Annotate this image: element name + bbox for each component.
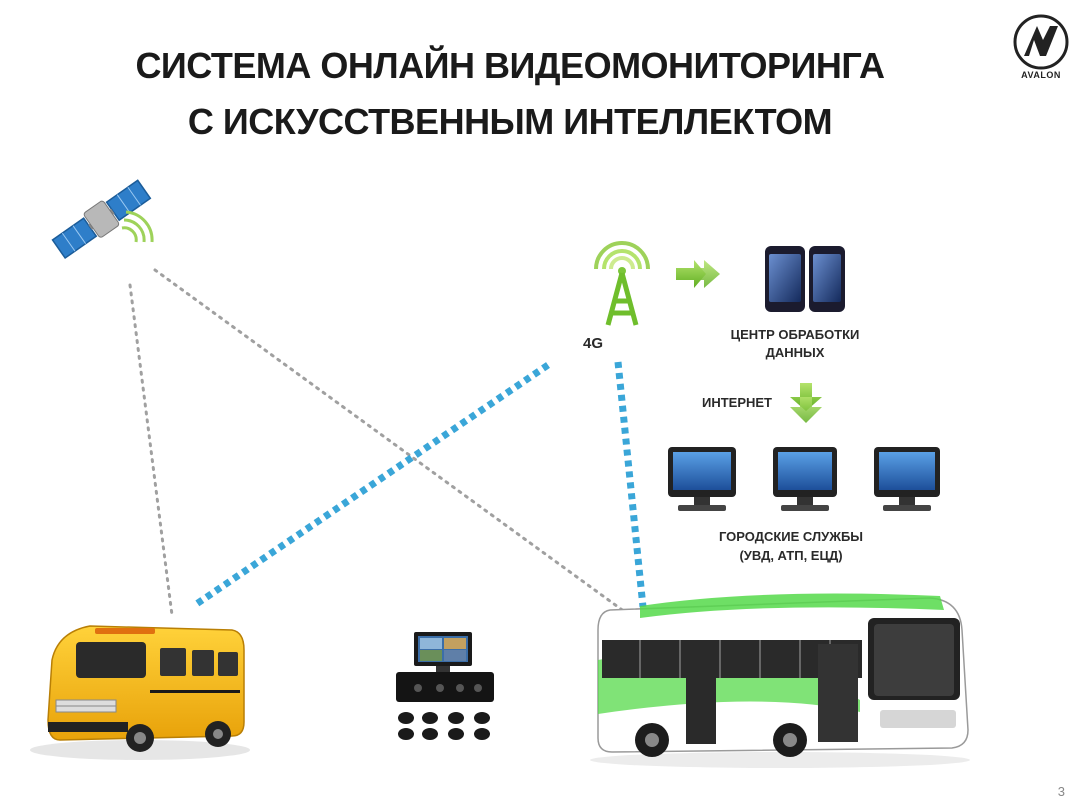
page-title: СИСТЕМА ОНЛАЙН ВИДЕОМОНИТОРИНГА С ИСКУСС… bbox=[0, 38, 1020, 150]
satellite-icon bbox=[51, 179, 154, 260]
dvr-camera-kit-icon bbox=[396, 632, 494, 740]
data-center-label-line-2: ДАННЫХ bbox=[765, 345, 825, 360]
data-center-label-line-1: ЦЕНТР ОБРАБОТКИ bbox=[730, 327, 860, 342]
page-number: 3 bbox=[1057, 784, 1065, 799]
city-services-label-line-1: ГОРОДСКИЕ СЛУЖБЫ bbox=[718, 529, 864, 544]
city-services-label: ГОРОДСКИЕ СЛУЖБЫ (УВД, АТП, ЕЦД) bbox=[696, 527, 886, 565]
4g-link-lines bbox=[193, 361, 647, 608]
monitor-icon-2 bbox=[773, 447, 837, 511]
4g-link-city-bus bbox=[614, 361, 647, 608]
school-bus-icon bbox=[30, 625, 250, 760]
arrow-down-icon bbox=[790, 383, 822, 423]
logo-text: AVALON bbox=[1021, 70, 1061, 80]
monitor-icon-3 bbox=[874, 447, 940, 511]
cell-tower-icon bbox=[594, 241, 650, 326]
data-center-devices-icon bbox=[765, 246, 845, 312]
title-line-2: С ИСКУССТВЕННЫМ ИНТЕЛЛЕКТОМ bbox=[187, 101, 833, 142]
data-center-label: ЦЕНТР ОБРАБОТКИ ДАННЫХ bbox=[700, 326, 890, 362]
gps-link-lines bbox=[128, 268, 627, 617]
gps-link-city-bus bbox=[153, 268, 627, 614]
arrow-right-icon bbox=[676, 260, 720, 288]
tower-label: 4G bbox=[582, 335, 603, 352]
4g-link-school-bus bbox=[193, 362, 550, 608]
monitor-icon-1 bbox=[668, 447, 736, 511]
title-line-1: СИСТЕМА ОНЛАЙН ВИДЕОМОНИТОРИНГА bbox=[135, 45, 885, 86]
internet-label: ИНТЕРНЕТ bbox=[701, 395, 772, 410]
city-bus-icon bbox=[590, 593, 970, 768]
city-services-label-line-2: (УВД, АТП, ЕЦД) bbox=[739, 548, 843, 563]
gps-link-school-bus bbox=[128, 283, 174, 617]
avalon-logo-icon bbox=[1013, 14, 1069, 70]
